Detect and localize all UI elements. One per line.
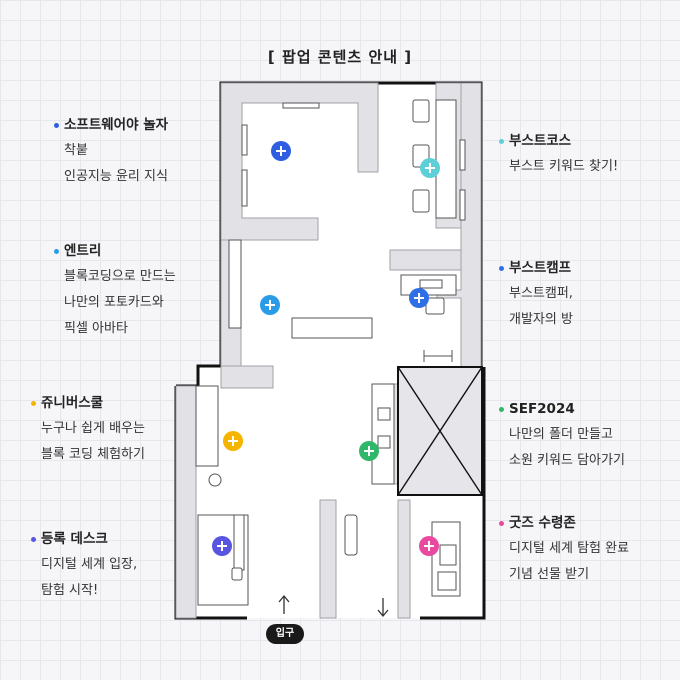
- zone-name: SEF2024: [509, 401, 575, 417]
- zone-info-sef: SEF2024 나만의 폴더 만들고 소원 키워드 담아가기: [499, 396, 625, 474]
- zone-desc: 탐험 시작!: [41, 583, 99, 598]
- zone-dot: [31, 537, 36, 542]
- zone-dot: [54, 249, 59, 254]
- zone-markers: [212, 141, 440, 556]
- zone-info-junior: 쥬니버스쿨 누구나 쉽게 배우는 블록 코딩 체험하기: [31, 390, 145, 468]
- marker-software: [271, 141, 291, 161]
- marker-boostcamp: [409, 288, 429, 308]
- storage-box: [397, 366, 483, 496]
- marker-register: [212, 536, 232, 556]
- zone-desc: 디지털 세계 탐험 완료: [509, 541, 630, 556]
- zone-desc: 누구나 쉽게 배우는: [41, 421, 145, 436]
- zone-dot: [54, 123, 59, 128]
- zone-dot: [499, 521, 504, 526]
- page-title: [ 팝업 콘텐츠 안내 ]: [267, 48, 413, 66]
- entrance-badge: 입구: [266, 624, 304, 644]
- zone-name: 부스트캠프: [509, 260, 572, 276]
- zone-dot: [499, 407, 504, 412]
- zone-desc: 블록코딩으로 만드는: [64, 269, 176, 284]
- zone-info-boostcamp: 부스트캠프 부스트캠퍼, 개발자의 방: [499, 255, 573, 333]
- zone-desc: 나만의 폴더 만들고: [509, 427, 613, 442]
- zone-desc: 소원 키워드 담아가기: [509, 453, 625, 468]
- zone-name: 굿즈 수령존: [509, 515, 576, 531]
- zone-name: 소프트웨어야 놀자: [64, 117, 169, 133]
- zone-desc: 인공지능 윤리 지식: [64, 169, 168, 184]
- zone-desc: 디지털 세계 입장,: [41, 557, 138, 572]
- zone-desc: 개발자의 방: [509, 312, 573, 327]
- zone-desc: 나만의 포토카드와: [64, 295, 164, 310]
- zone-name: 부스트코스: [509, 133, 572, 149]
- zone-desc: 착붙: [64, 143, 88, 158]
- zone-desc: 픽셀 아바타: [64, 321, 128, 336]
- marker-boostcourse: [420, 158, 440, 178]
- zone-dot: [499, 266, 504, 271]
- zone-dot: [31, 401, 36, 406]
- zone-name: 등록 데스크: [41, 531, 108, 547]
- zone-name: 쥬니버스쿨: [41, 395, 104, 411]
- zone-name: 엔트리: [64, 243, 102, 259]
- zone-desc: 부스트 키워드 찾기!: [509, 159, 619, 174]
- zone-info-register: 등록 데스크 디지털 세계 입장, 탐험 시작!: [31, 526, 138, 604]
- zone-info-goods: 굿즈 수령존 디지털 세계 탐험 완료 기념 선물 받기: [499, 510, 630, 588]
- zone-dot: [499, 139, 504, 144]
- zone-desc: 부스트캠퍼,: [509, 286, 573, 301]
- entrance-arrows: [278, 594, 389, 618]
- zone-info-boostcourse: 부스트코스 부스트 키워드 찾기!: [499, 128, 619, 180]
- zone-desc: 기념 선물 받기: [509, 567, 590, 582]
- zone-info-software: 소프트웨어야 놀자 착붙 인공지능 윤리 지식: [54, 112, 169, 190]
- marker-entry: [260, 295, 280, 315]
- furniture: [195, 99, 466, 606]
- marker-goods: [419, 536, 439, 556]
- zone-desc: 블록 코딩 체험하기: [41, 447, 145, 462]
- marker-junior: [223, 431, 243, 451]
- marker-sef: [359, 441, 379, 461]
- zone-info-entry: 엔트리 블록코딩으로 만드는 나만의 포토카드와 픽셀 아바타: [54, 238, 176, 342]
